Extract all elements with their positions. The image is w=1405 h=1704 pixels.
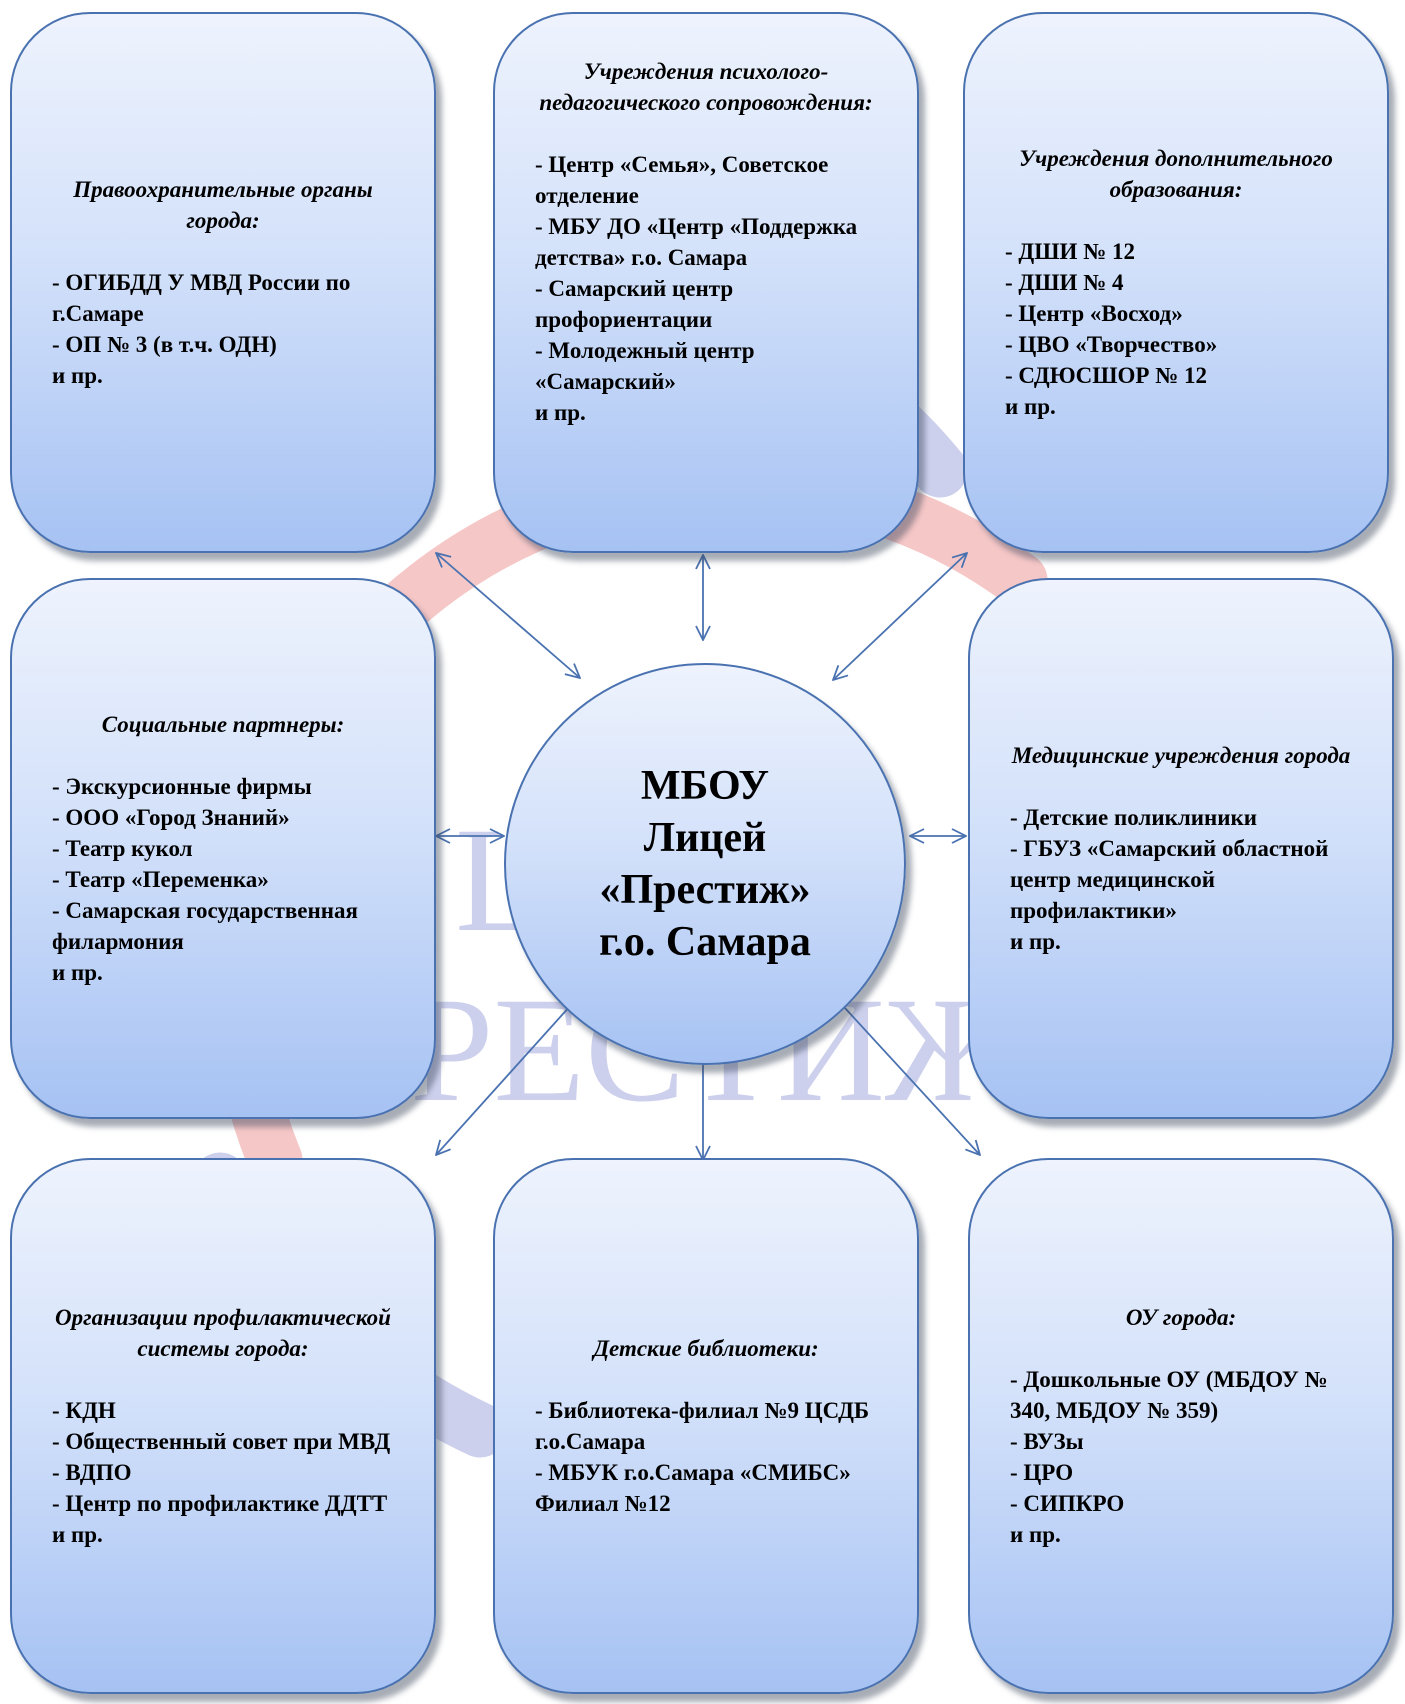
box-item: и пр.	[52, 960, 103, 985]
box-item: - Библиотека-филиал №9 ЦСДБ г.о.Самара	[535, 1398, 870, 1454]
box-item: и пр.	[1010, 1522, 1061, 1547]
arrow-schools	[833, 995, 980, 1155]
box-item: - ОГИБДД У МВД России по г.Самаре	[52, 270, 351, 326]
box-item: - КДН	[52, 1398, 116, 1423]
box-libraries-title: Детские библиотеки:	[593, 1336, 819, 1361]
box-schools-title: ОУ города:	[1125, 1305, 1237, 1330]
center-line: г.о. Самара	[599, 919, 811, 965]
box-item: - ЦРО	[1010, 1460, 1074, 1485]
arrow-law	[436, 553, 580, 678]
box-item: - Дошкольные ОУ (МБДОУ № 340, МБДОУ № 35…	[1010, 1367, 1328, 1423]
center-line: «Престиж»	[599, 867, 811, 913]
box-item: - ДШИ № 4	[1005, 270, 1124, 295]
box-schools: ОУ города: - Дошкольные ОУ (МБДОУ № 340,…	[968, 1158, 1394, 1694]
box-item: - Центр «Семья», Советское отделение	[535, 152, 829, 208]
box-social-partners-title: Социальные партнеры:	[101, 712, 345, 737]
box-item: - ВУЗы	[1010, 1429, 1084, 1454]
box-social-partners: Социальные партнеры: - Экскурсионные фир…	[10, 578, 436, 1119]
box-item: и пр.	[52, 363, 103, 388]
box-item: - ОП № 3 (в т.ч. ОДН)	[52, 332, 277, 357]
box-item: - МБУК г.о.Самара «СМИБС» Филиал №12	[535, 1460, 851, 1516]
box-psych-support: Учреждения психолого-педагогического соп…	[493, 12, 919, 553]
box-law-enforcement-title: Правоохранительные органы города:	[73, 177, 373, 233]
box-medical-title: Медицинские учреждения города	[1011, 743, 1351, 768]
box-item: - Самарская государственная филармония	[52, 898, 358, 954]
center-line: МБОУ	[640, 763, 770, 809]
box-item: - ГБУЗ «Самарский областной центр медици…	[1010, 836, 1329, 923]
box-item: - ООО «Город Знаний»	[52, 805, 290, 830]
box-medical: Медицинские учреждения города - Детские …	[968, 578, 1394, 1119]
box-item: - Театр кукол	[52, 836, 193, 861]
box-item: - СИПКРО	[1010, 1491, 1125, 1516]
box-item: - Экскурсионные фирмы	[52, 774, 312, 799]
box-libraries: Детские библиотеки: - Библиотека-филиал …	[493, 1158, 919, 1694]
box-prevention: Организации профилактической системы гор…	[10, 1158, 436, 1694]
center-lyceum: МБОУ Лицей «Престиж» г.о. Самара	[504, 663, 906, 1065]
box-extra-education-title: Учреждения дополнительного образования:	[1019, 146, 1333, 202]
box-item: - Молодежный центр «Самарский»	[535, 338, 755, 394]
box-item: - Центр «Восход»	[1005, 301, 1183, 326]
box-item: - ВДПО	[52, 1460, 132, 1485]
center-line: Лицей	[643, 815, 767, 861]
box-item: - Театр «Переменка»	[52, 867, 269, 892]
box-item: - СДЮСШОР № 12	[1005, 363, 1208, 388]
arrow-prevention	[436, 995, 580, 1155]
arrow-extra	[833, 553, 967, 680]
box-item: - ЦВО «Творчество»	[1005, 332, 1218, 357]
box-item: - Общественный совет при МВД	[52, 1429, 391, 1454]
box-item: - Самарский центр профориентации	[535, 276, 734, 332]
box-item: - ДШИ № 12	[1005, 239, 1135, 264]
box-item: и пр.	[52, 1522, 103, 1547]
box-item: - Детские поликлиники	[1010, 805, 1257, 830]
box-item: - МБУ ДО «Центр «Поддержка детства» г.о.…	[535, 214, 858, 270]
box-item: - Центр по профилактике ДДТТ	[52, 1491, 388, 1516]
box-extra-education: Учреждения дополнительного образования: …	[963, 12, 1389, 553]
box-item: и пр.	[535, 400, 586, 425]
box-item: и пр.	[1005, 394, 1056, 419]
box-prevention-title: Организации профилактической системы гор…	[55, 1305, 391, 1361]
box-item: и пр.	[1010, 929, 1061, 954]
box-law-enforcement: Правоохранительные органы города: - ОГИБ…	[10, 12, 436, 553]
box-psych-support-title: Учреждения психолого-педагогического соп…	[539, 59, 873, 115]
